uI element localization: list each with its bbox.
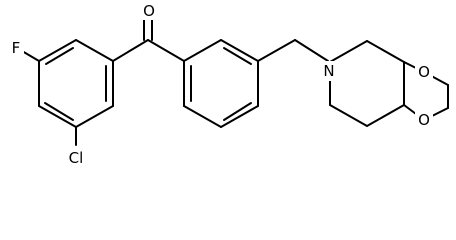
nitrogen-symbol: N — [323, 62, 334, 80]
chlorine-symbol: Cl — [69, 149, 84, 167]
central-phenyl-ring — [183, 39, 259, 128]
methylene-linker — [257, 39, 329, 62]
atom-label-chlorine: Cl — [62, 148, 90, 168]
carbonyl-group — [112, 18, 185, 62]
fluoro-bond — [21, 50, 40, 62]
chlorofluorophenyl-ring — [38, 39, 114, 128]
atom-label-nitrogen: N — [320, 61, 338, 81]
atom-label-ketal-oxygen-bottom: O — [415, 111, 433, 129]
piperidine-ring — [329, 40, 405, 127]
atom-label-carbonyl-oxygen: O — [140, 2, 158, 20]
atom-label-fluorine: F — [8, 38, 24, 58]
chemical-structure-diagram: F Cl O N O O — [8, 2, 449, 168]
fluorine-symbol: F — [12, 39, 21, 57]
ketal-oxygen-bottom-symbol: O — [418, 111, 430, 129]
atom-label-ketal-oxygen-top: O — [415, 63, 433, 81]
ketal-oxygen-top-symbol: O — [418, 63, 430, 81]
carbonyl-oxygen-symbol: O — [143, 2, 155, 20]
